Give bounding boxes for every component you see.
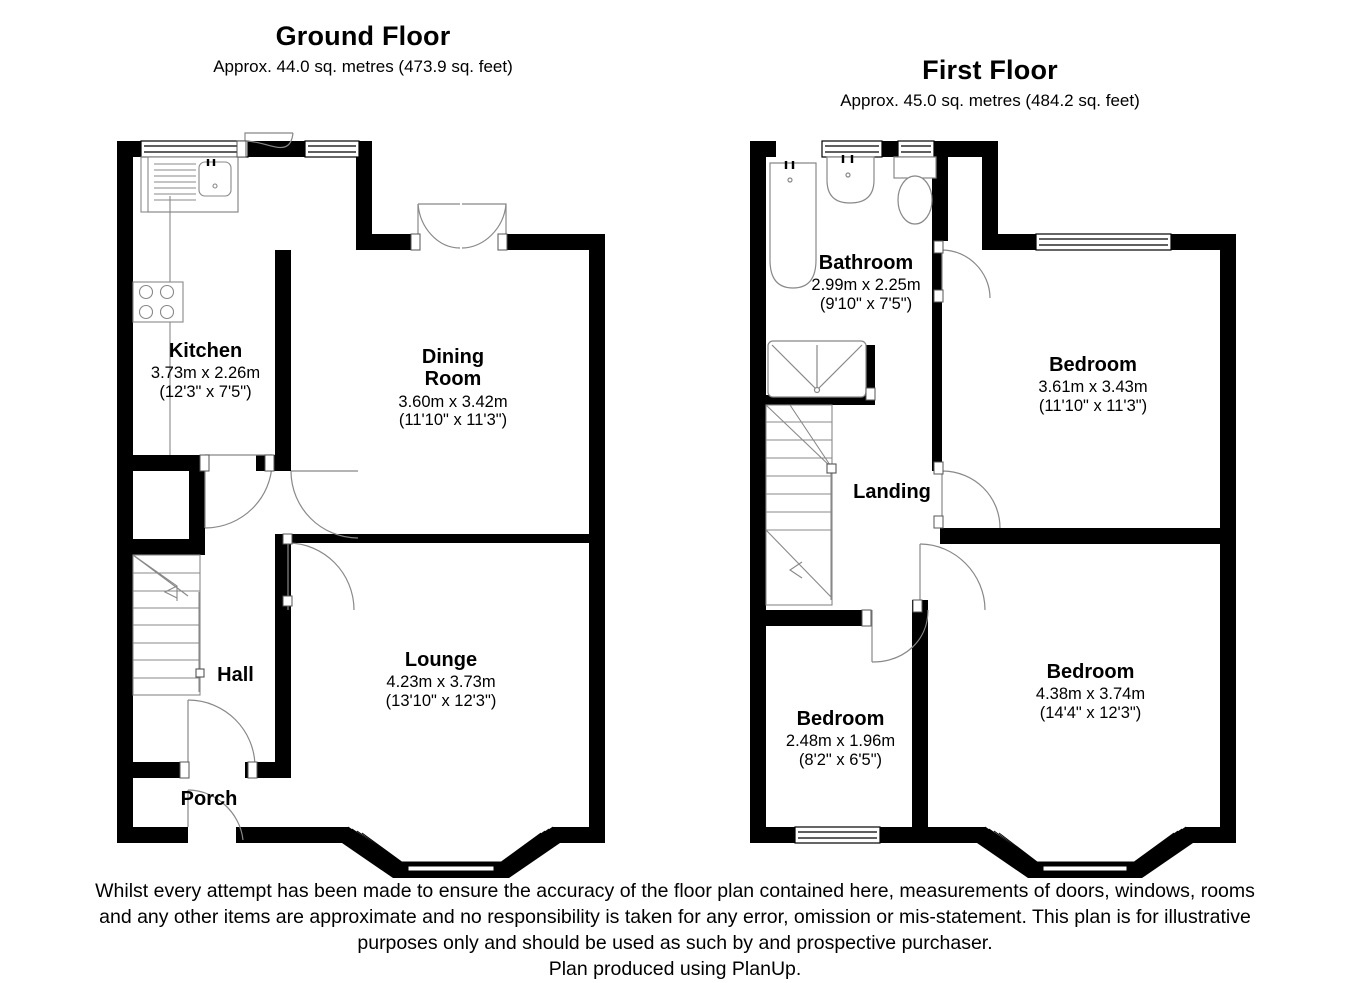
first-floor-title: First Floor xyxy=(922,55,1058,85)
room-label-lounge: Lounge 4.23m x 3.73m (13'10" x 12'3") xyxy=(352,649,530,710)
disclaimer-line-2: and any other items are approximate and … xyxy=(99,906,1251,929)
first-floor-staircase xyxy=(765,404,837,606)
first-floor-plan xyxy=(750,140,1236,878)
room-name-dining-line2: Room xyxy=(424,368,482,391)
room-name-bedroom-1: Bedroom xyxy=(1049,354,1137,376)
first-floor-area: Approx. 45.0 sq. metres (484.2 sq. feet) xyxy=(840,90,1140,110)
first-floor-door-jambs xyxy=(861,240,944,627)
room-label-bathroom: Bathroom 2.99m x 2.25m (9'10" x 7'5") xyxy=(780,252,952,313)
room-dim-imperial-bathroom: (9'10" x 7'5") xyxy=(819,294,913,313)
room-label-hall: Hall xyxy=(188,664,283,686)
first-floor-heading: First Floor Approx. 45.0 sq. metres (484… xyxy=(710,55,1270,110)
kitchen-hob xyxy=(132,281,184,323)
room-name-kitchen: Kitchen xyxy=(168,340,243,362)
room-dim-metric-bedroom-2: 4.38m x 3.74m xyxy=(1035,685,1146,704)
ground-floor-plan xyxy=(117,132,605,878)
ground-floor-door-jambs xyxy=(179,140,508,779)
ground-floor-walls xyxy=(117,141,605,843)
disclaimer-text: Whilst every attempt has been made to en… xyxy=(0,878,1350,983)
shower-tray xyxy=(767,340,867,398)
first-floor-doors xyxy=(871,249,1001,663)
bathtub xyxy=(769,161,817,289)
ground-floor-staircase xyxy=(132,554,205,696)
room-dim-metric-bathroom: 2.99m x 2.25m xyxy=(811,276,921,295)
room-name-bedroom-3: Bedroom xyxy=(796,708,885,730)
toilet xyxy=(893,156,937,225)
room-label-porch: Porch xyxy=(158,788,260,810)
room-dim-imperial-bedroom-2: (14'4" x 12'3") xyxy=(1039,703,1142,722)
disclaimer-line-1: Whilst every attempt has been made to en… xyxy=(95,880,1255,902)
room-dim-metric-bedroom-3: 2.48m x 1.96m xyxy=(785,732,896,751)
room-label-dining-room: Dining Room 3.60m x 3.42m (11'10" x 11'3… xyxy=(364,346,542,430)
ground-floor-title: Ground Floor xyxy=(275,21,451,51)
room-name-landing: Landing xyxy=(853,481,931,503)
ground-floor-doors xyxy=(187,132,507,841)
kitchen-sink-unit xyxy=(147,156,239,213)
bathroom-window-left xyxy=(821,140,883,158)
room-dim-imperial-kitchen: (12'3" x 7'5") xyxy=(159,382,252,401)
first-floor-windows xyxy=(794,140,1172,844)
small-bedroom-window xyxy=(794,826,881,844)
room-name-porch: Porch xyxy=(180,788,238,810)
lounge-bay-window xyxy=(291,826,605,878)
room-dim-metric-lounge: 4.23m x 3.73m xyxy=(386,673,496,692)
first-floor-bay-window xyxy=(928,826,1236,878)
room-dim-imperial-dining: (11'10" x 11'3") xyxy=(398,411,508,430)
kitchen-window xyxy=(140,140,249,158)
bathroom-window-right xyxy=(897,140,935,158)
room-dim-metric-dining: 3.60m x 3.42m xyxy=(398,392,508,411)
disclaimer-line-3: purposes only and should be used as such… xyxy=(357,932,993,955)
room-name-lounge: Lounge xyxy=(404,649,478,671)
ground-floor-heading: Ground Floor Approx. 44.0 sq. metres (47… xyxy=(83,21,643,76)
kitchen-worktop xyxy=(140,156,239,455)
dining-room-window xyxy=(304,140,360,158)
disclaimer-line-4: Plan produced using PlanUp. xyxy=(548,958,802,981)
room-name-dining: Dining xyxy=(421,346,485,368)
room-dim-imperial-bedroom-3: (8'2" x 6'5") xyxy=(798,750,883,769)
room-label-bedroom-3: Bedroom 2.48m x 1.96m (8'2" x 6'5") xyxy=(748,708,933,769)
room-dim-imperial-lounge: (13'10" x 12'3") xyxy=(385,691,497,710)
room-dim-imperial-bedroom-1: (11'10" x 11'3") xyxy=(1038,396,1148,415)
bedroom-rear-window xyxy=(1035,233,1172,251)
room-name-bedroom-2: Bedroom xyxy=(1046,661,1135,683)
room-label-landing: Landing xyxy=(838,481,946,503)
room-label-bedroom-1: Bedroom 3.61m x 3.43m (11'10" x 11'3") xyxy=(1003,354,1183,415)
room-label-kitchen: Kitchen 3.73m x 2.26m (12'3" x 7'5") xyxy=(118,340,293,401)
room-dim-metric-kitchen: 3.73m x 2.26m xyxy=(150,364,261,383)
room-name-bathroom: Bathroom xyxy=(818,252,914,274)
ground-floor-windows xyxy=(140,140,360,158)
room-dim-metric-bedroom-1: 3.61m x 3.43m xyxy=(1038,378,1148,397)
wash-basin xyxy=(826,155,875,204)
room-name-hall: Hall xyxy=(217,664,254,686)
room-label-bedroom-2: Bedroom 4.38m x 3.74m (14'4" x 12'3") xyxy=(998,661,1183,722)
ground-floor-area: Approx. 44.0 sq. metres (473.9 sq. feet) xyxy=(213,56,513,76)
